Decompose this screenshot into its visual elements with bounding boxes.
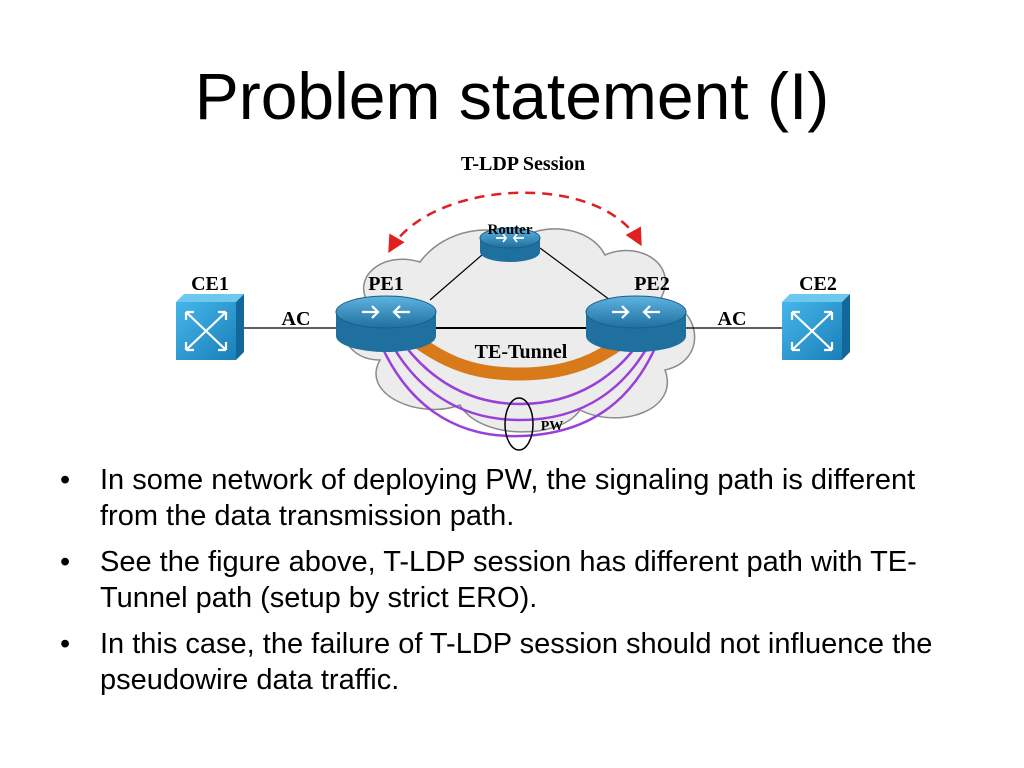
bullet-text: In this case, the failure of T-LDP sessi…: [100, 628, 933, 696]
pe1-router-arrows-icon: [362, 305, 410, 319]
ce2-switch: [782, 294, 850, 360]
network-diagram: T-LDP Session Router CE1 PE1 PE2 CE2 AC …: [176, 153, 850, 451]
router-arrows-icon: [496, 233, 524, 243]
bullet-marker: •: [60, 628, 71, 660]
bullet-text: In some network of deploying PW, the sig…: [100, 464, 916, 532]
core-router: [479, 227, 541, 262]
pe1-router: [335, 295, 437, 352]
ac-right-label: AC: [718, 308, 747, 330]
bullet-marker: •: [60, 464, 71, 496]
link-router-pe2: [539, 247, 611, 301]
bullet-item: • In some network of deploying PW, the s…: [60, 462, 960, 534]
bullet-text: See the figure above, T-LDP session has …: [100, 546, 917, 614]
ce2-switch-arrows-icon: [790, 310, 834, 352]
ce1-switch-arrows-icon: [184, 310, 228, 352]
router-label: Router: [488, 222, 533, 238]
te-tunnel-label: TE-Tunnel: [475, 341, 568, 363]
pe2-router-arrows-icon: [612, 305, 660, 319]
pe2-router: [585, 295, 687, 352]
ce2-label: CE2: [799, 273, 837, 295]
ce1-label: CE1: [191, 273, 229, 295]
pw-label: PW: [541, 419, 564, 434]
pw-ellipse: [504, 397, 534, 451]
link-pe1-router: [429, 247, 491, 301]
bullet-item: • See the figure above, T-LDP session ha…: [60, 544, 960, 616]
pe1-label: PE1: [368, 273, 404, 295]
bullet-list: • In some network of deploying PW, the s…: [60, 462, 960, 708]
tldp-session-label: T-LDP Session: [461, 153, 585, 175]
pe2-label: PE2: [634, 273, 670, 295]
slide-title: Problem statement (I): [194, 59, 830, 133]
ac-left-label: AC: [282, 308, 311, 330]
tldp-session-arrow: [388, 191, 642, 254]
ce1-switch: [176, 294, 244, 360]
pseudowire-paths: [366, 313, 669, 438]
bullet-item: • In this case, the failure of T-LDP ses…: [60, 626, 960, 698]
bullet-marker: •: [60, 546, 71, 578]
